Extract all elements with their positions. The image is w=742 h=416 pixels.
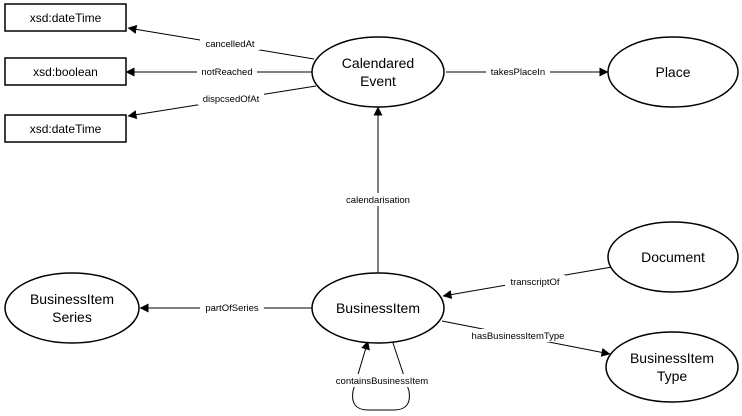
edge-not-reached: notReached [125, 65, 312, 78]
edge-has-business-item-type: hasBusinessItemType [441, 320, 611, 357]
svg-text:Calendared: Calendared [342, 55, 414, 71]
svg-text:BusinessItem: BusinessItem [30, 291, 114, 307]
edge-label-has-business-item-type: hasBusinessItemType [472, 331, 565, 342]
edge-label-takes-place-in: takesPlaceIn [491, 67, 545, 78]
edge-cancelled-at: cancelledAt [127, 24, 315, 60]
edge-label-cancelled-at: cancelledAt [205, 39, 254, 50]
svg-text:BusinessItem: BusinessItem [336, 300, 420, 316]
edge-contains-business-item: containsBusinessItem [328, 339, 436, 411]
node-calendared-event: Calendared Event [311, 36, 445, 108]
edge-takes-place-in: takesPlaceIn [446, 65, 609, 78]
svg-text:Event: Event [360, 73, 396, 89]
node-business-item-series: BusinessItem Series [4, 272, 140, 344]
literal-datetime-disposed: xsd:dateTime [4, 114, 127, 143]
edge-label-part-of-series: partOfSeries [205, 303, 259, 314]
literal-datetime-cancelled: xsd:dateTime [4, 3, 127, 32]
literal-boolean: xsd:boolean [4, 57, 127, 86]
svg-text:Document: Document [641, 249, 705, 265]
edge-label-not-reached: notReached [201, 67, 252, 78]
svg-text:xsd:dateTime: xsd:dateTime [30, 11, 102, 25]
node-place: Place [607, 36, 739, 108]
svg-text:xsd:boolean: xsd:boolean [33, 65, 98, 79]
svg-text:Series: Series [52, 309, 92, 325]
svg-text:Place: Place [655, 64, 690, 80]
edge-label-calendarisation: calendarisation [346, 195, 410, 206]
edge-calendarisation: calendarisation [338, 106, 418, 275]
edge-transcript-of: transcriptOf [442, 266, 613, 299]
node-document: Document [607, 221, 739, 293]
node-business-item-type: BusinessItem Type [605, 331, 739, 403]
svg-text:xsd:dateTime: xsd:dateTime [30, 122, 102, 136]
svg-text:BusinessItem: BusinessItem [630, 350, 714, 366]
edge-disposed-of-at: dispcsedOfAt [127, 85, 317, 120]
edge-label-contains-business-item: containsBusinessItem [336, 376, 428, 387]
edge-part-of-series: partOfSeries [139, 301, 312, 314]
edge-label-transcript-of: transcriptOf [510, 277, 559, 288]
svg-text:Type: Type [657, 368, 688, 384]
edge-label-disposed-of-at: dispcsedOfAt [203, 94, 260, 105]
node-business-item: BusinessItem [311, 272, 445, 344]
